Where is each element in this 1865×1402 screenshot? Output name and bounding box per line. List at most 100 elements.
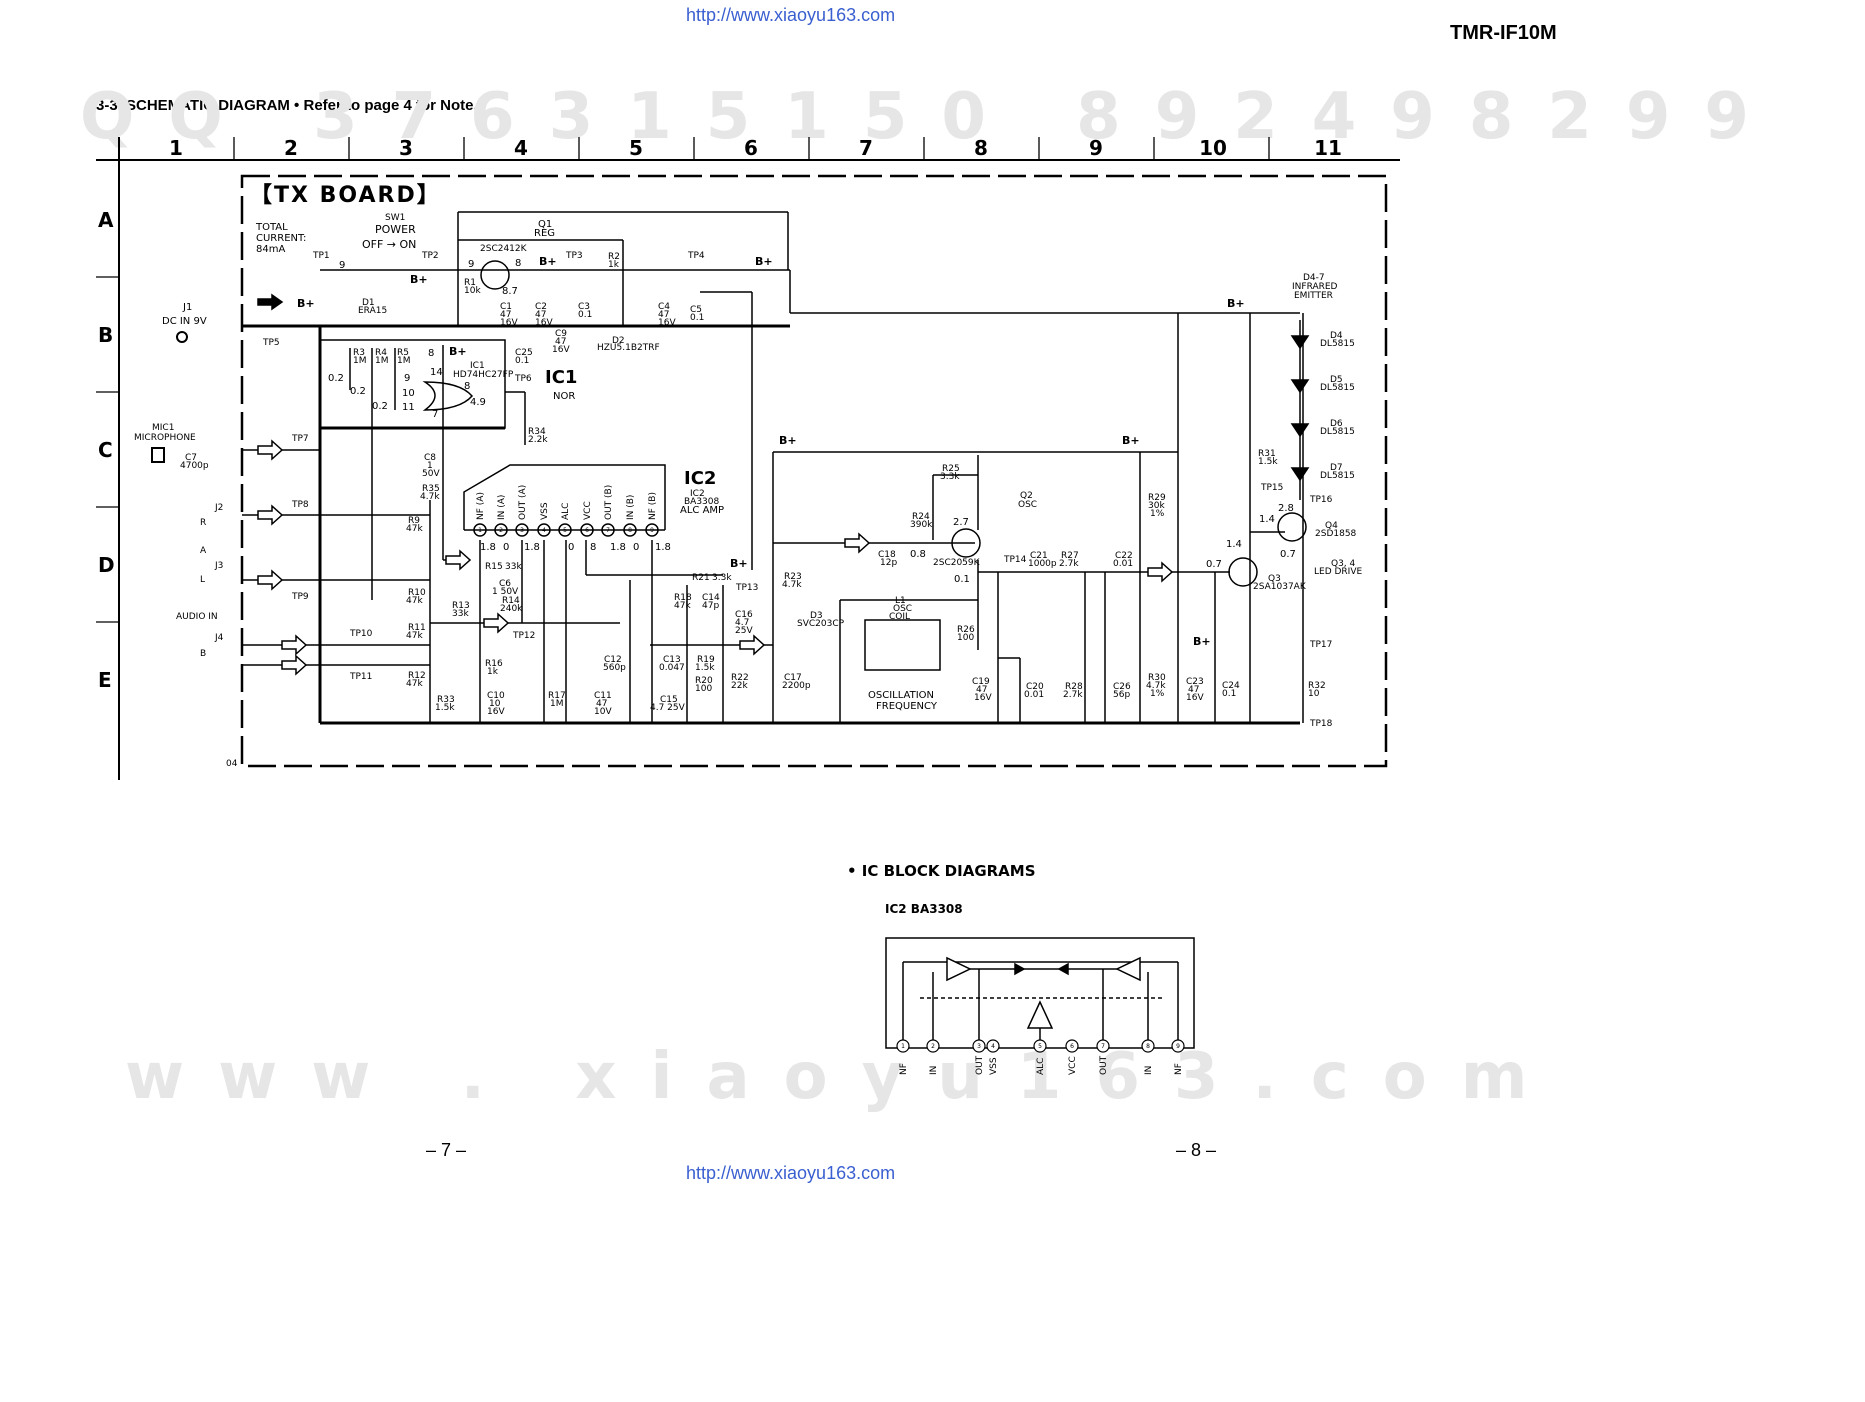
url-top[interactable]: http://www.xiaoyu163.com — [686, 5, 896, 25]
c4-label: C4 — [658, 302, 670, 312]
d47-label-1: D4-7 — [1303, 273, 1325, 283]
ic-block-subtitle: IC2 BA3308 — [885, 902, 963, 916]
c20-label: C20 — [1026, 682, 1044, 692]
ic-block-pin-label: IN — [1144, 1066, 1154, 1075]
j2-label: J2 — [214, 503, 223, 513]
d47-label-3: EMITTER — [1294, 291, 1333, 301]
c24-value: 0.1 — [1222, 689, 1236, 699]
c11-value: 47 — [596, 699, 607, 709]
ic2-volt: 0 — [633, 542, 639, 553]
bplus-marker: B+ — [1193, 635, 1211, 648]
grid-col-2: 2 — [284, 136, 298, 160]
test-point: TP7 — [291, 434, 309, 444]
r19-value: 1.5k — [695, 663, 715, 673]
c13-value: 0.047 — [659, 663, 685, 673]
ic2-volt: 0 — [568, 542, 574, 553]
total-current-2: CURRENT: — [256, 233, 306, 244]
voltage: 8.7 — [502, 286, 518, 297]
r5-label: R5 — [397, 348, 409, 358]
voltage: 9 — [468, 259, 474, 270]
r24-label: R24 — [912, 512, 930, 522]
voltage: 9 — [339, 260, 345, 271]
r4-value: 1M — [375, 356, 389, 366]
url-bottom[interactable]: http://www.xiaoyu163.com — [686, 1163, 896, 1183]
q3-part: 2SA1037AK — [1253, 582, 1307, 592]
r25-value: 3.3k — [940, 472, 960, 482]
watermark-site: www . xiaoyu163.com — [125, 1040, 1562, 1114]
ic2-pin-nf-b: NF (B) — [648, 492, 658, 520]
test-point: TP3 — [565, 251, 583, 261]
voltage: 0.2 — [328, 373, 344, 384]
test-point: TP11 — [349, 672, 372, 682]
r4-label: R4 — [375, 348, 387, 358]
watermark-digits: QQ 376315150 892498299 — [80, 80, 1783, 154]
ic-block-pin-number: 6 — [1070, 1043, 1074, 1050]
page-number-left: – 7 – — [426, 1140, 467, 1160]
c9-value: 47 — [555, 337, 566, 347]
voltage: 10 — [402, 388, 415, 399]
test-point: TP14 — [1003, 555, 1027, 565]
c14-value: 47p — [702, 601, 719, 611]
d2-label: D2 — [612, 336, 625, 346]
led-d7-part: DL5815 — [1320, 471, 1355, 481]
q34-label-1: Q3, 4 — [1331, 559, 1356, 569]
grid-col-4: 4 — [514, 136, 528, 160]
d47-label-2: INFRARED — [1292, 282, 1338, 292]
voltage: 0.7 — [1280, 549, 1296, 560]
r34-value: 2.2k — [528, 435, 548, 445]
test-point: TP6 — [514, 374, 532, 384]
r24-value: 390k — [910, 520, 933, 530]
r22-value: 22k — [731, 681, 748, 691]
section-title: 3-3. SCHEMATIC DIAGRAM • Refer to page 4… — [96, 97, 478, 114]
ic2-pin-number: 7 — [606, 527, 610, 534]
r14-label: R14 — [502, 596, 520, 606]
r28-value: 2.7k — [1063, 690, 1083, 700]
grid-row-e: E — [98, 668, 112, 692]
q2-osc: OSC — [1018, 500, 1037, 510]
c8-label: C8 — [424, 453, 436, 463]
r11-value: 47k — [406, 631, 423, 641]
nor-label: NOR — [553, 391, 575, 402]
bplus-marker: B+ — [410, 273, 428, 286]
r12-label: R12 — [408, 671, 426, 681]
q2-part: 2SC2059K — [933, 558, 981, 568]
bplus-marker: B+ — [1227, 297, 1245, 310]
c19-value: 47 — [976, 685, 987, 695]
c3-value: 0.1 — [578, 310, 592, 320]
q4-label: Q4 — [1325, 521, 1338, 531]
c25-value: 0.1 — [515, 356, 529, 366]
test-point: TP12 — [512, 631, 535, 641]
c16-rating: 25V — [735, 626, 753, 636]
ic-block-pin-number: 5 — [1038, 1043, 1042, 1050]
model-number: TMR-IF10M — [1450, 22, 1557, 44]
ic-block-pin-number: 2 — [931, 1043, 935, 1050]
r34-label: R34 — [528, 427, 546, 437]
r23-value: 4.7k — [782, 580, 802, 590]
voltage: 1.4 — [1259, 514, 1275, 525]
r29-tol: 1% — [1150, 509, 1165, 519]
r30-label: R30 — [1148, 673, 1166, 683]
d1-part: ERA15 — [358, 306, 387, 316]
led-d6-ref: D6 — [1330, 419, 1343, 429]
microphone-label: MICROPHONE — [134, 433, 196, 443]
r35-value: 4.7k — [420, 492, 440, 502]
voltage: 0.1 — [954, 574, 970, 585]
c5-value: 0.1 — [690, 313, 704, 323]
ic2-volt: 8 — [590, 542, 596, 553]
c22-label: C22 — [1115, 551, 1133, 561]
r31-label: R31 — [1258, 449, 1276, 459]
ic-block-pin-label: VSS — [989, 1057, 999, 1075]
r32-value: 10 — [1308, 689, 1320, 699]
voltage: 14 — [430, 367, 443, 378]
c21-label: C21 — [1030, 551, 1048, 561]
r10-value: 47k — [406, 596, 423, 606]
voltage: 0.8 — [910, 549, 926, 560]
r23-label: R23 — [784, 572, 802, 582]
led-d6-part: DL5815 — [1320, 427, 1355, 437]
l1-label: L1 — [895, 596, 906, 606]
audio-in-label: AUDIO IN — [176, 612, 218, 622]
c10-value: 10 — [489, 699, 501, 709]
grid-col-6: 6 — [744, 136, 758, 160]
c12-label: C12 — [604, 655, 622, 665]
r33-label: R33 — [437, 695, 455, 705]
